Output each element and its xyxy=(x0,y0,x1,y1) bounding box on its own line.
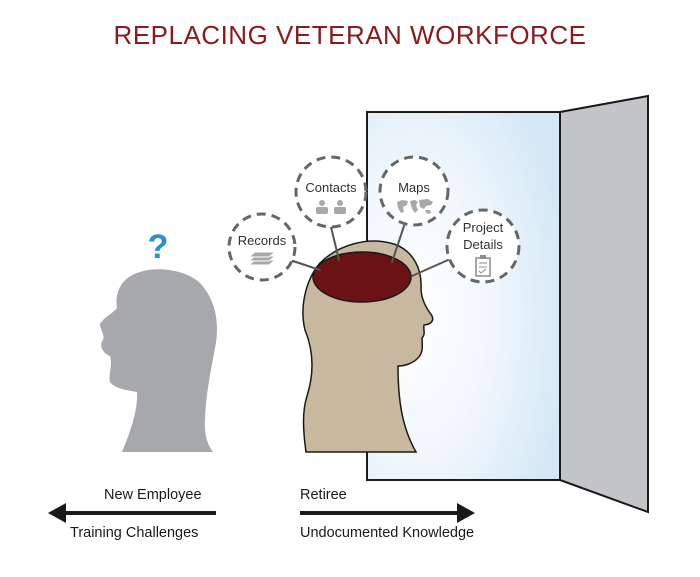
right-arrowhead xyxy=(457,503,475,523)
right-arrow xyxy=(300,503,475,523)
undocumented-knowledge-label: Undocumented Knowledge xyxy=(300,525,475,541)
records-connector xyxy=(289,259,321,271)
contacts-label: Contacts xyxy=(305,180,357,195)
left-arrowhead xyxy=(48,503,66,523)
question-mark: ? xyxy=(148,228,169,266)
new-employee-label: New Employee xyxy=(104,487,202,503)
world-map-icon xyxy=(397,199,433,214)
records-label: Records xyxy=(238,233,287,248)
records-bubble: Records xyxy=(227,212,297,282)
training-challenges-label: Training Challenges xyxy=(70,525,199,541)
new-employee-head-silhouette xyxy=(100,269,218,452)
contacts-icon xyxy=(316,200,346,214)
open-door-panel xyxy=(559,94,649,514)
maps-bubble: Maps xyxy=(378,155,450,227)
clipboard-icon xyxy=(475,255,491,277)
retiree-brain xyxy=(312,251,412,303)
project-label-line2: Details xyxy=(463,237,503,252)
knowledge-connectors xyxy=(289,225,449,277)
contacts-connector xyxy=(330,226,340,261)
project-details-bubble: Project Details xyxy=(445,208,521,284)
maps-label: Maps xyxy=(398,180,430,195)
project-connector xyxy=(411,259,449,277)
project-label-line1: Project xyxy=(463,220,504,235)
left-arrow xyxy=(48,503,216,523)
diagram-title: REPLACING VETERAN WORKFORCE xyxy=(113,20,587,50)
maps-connector xyxy=(391,225,405,263)
contacts-bubble: Contacts xyxy=(294,155,368,229)
records-icon xyxy=(247,251,277,266)
retiree-label: Retiree xyxy=(300,487,347,503)
